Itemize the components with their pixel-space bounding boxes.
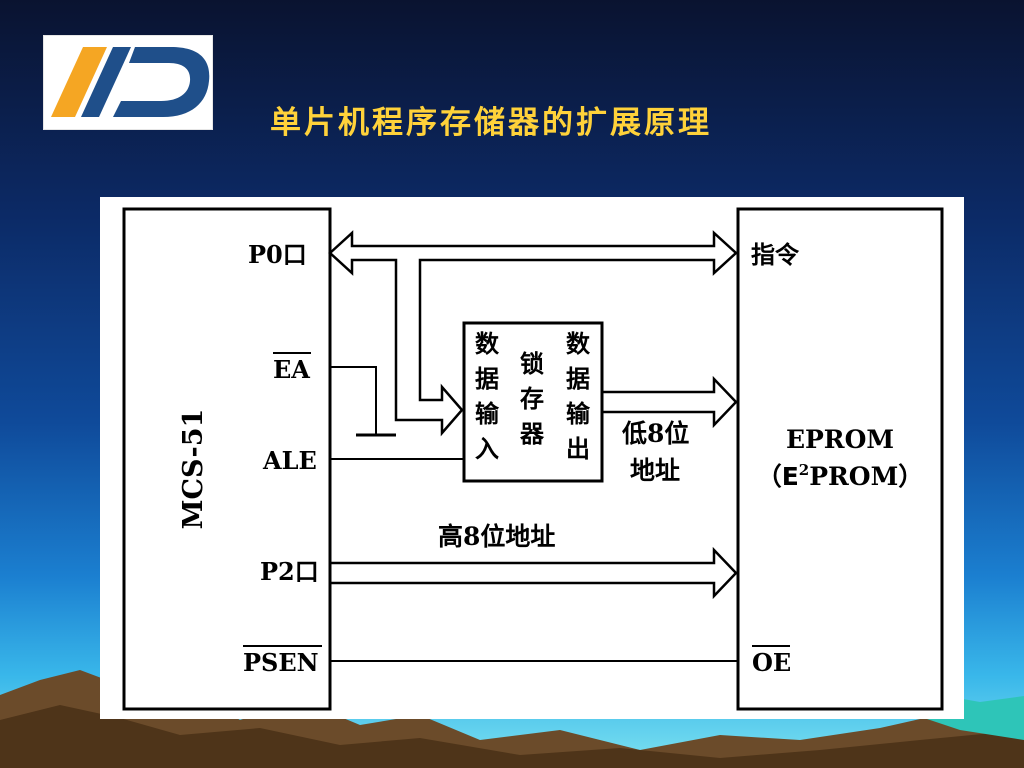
high-address-bus (330, 546, 738, 600)
low-address-bus (602, 375, 738, 429)
p0-data-bus (328, 230, 738, 437)
e2prom-label: （E2PROM） (757, 461, 924, 491)
pin-instr: 指令 (751, 240, 800, 269)
latch-input-label: 数 据 输 入 (475, 329, 500, 463)
svg-text:锁: 锁 (520, 349, 544, 378)
ea-ground-wire (330, 366, 377, 434)
pin-ale: ALE (262, 446, 317, 475)
latch-output-label: 数 据 输 出 (566, 329, 591, 463)
svg-text:入: 入 (475, 434, 499, 463)
eprom-label: EPROM (786, 425, 894, 454)
latch-block (462, 321, 604, 483)
pin-ea: EA (273, 355, 310, 384)
low-address-label-1: 低8位 (621, 419, 689, 448)
svg-text:器: 器 (519, 419, 545, 448)
svg-text:数: 数 (566, 329, 591, 358)
memory-expansion-diagram: MCS-51 P0口 EA ALE P2口 PSEN 指令 EPROM （E2P… (122, 207, 944, 711)
svg-text:存: 存 (520, 384, 544, 413)
pin-p0: P0口 (248, 240, 307, 269)
svg-text:出: 出 (566, 434, 590, 463)
high-address-label: 高8位地址 (438, 522, 555, 551)
diagram-panel: MCS-51 P0口 EA ALE P2口 PSEN 指令 EPROM （E2P… (100, 197, 964, 719)
latch-name-label: 锁 存 器 (519, 349, 545, 448)
company-logo (43, 35, 213, 130)
pin-psen: PSEN (243, 648, 319, 677)
pin-oe: OE (752, 648, 791, 677)
slide-title: 单片机程序存储器的扩展原理 (270, 105, 712, 141)
svg-text:数: 数 (475, 329, 500, 358)
eprom-block (736, 207, 944, 711)
svg-text:输: 输 (566, 399, 591, 428)
pin-p2: P2口 (260, 557, 319, 586)
svg-text:据: 据 (475, 364, 499, 393)
svg-text:据: 据 (566, 364, 590, 393)
mcu-name: MCS-51 (178, 409, 209, 530)
svg-text:输: 输 (475, 399, 500, 428)
low-address-label-2: 地址 (630, 456, 680, 485)
